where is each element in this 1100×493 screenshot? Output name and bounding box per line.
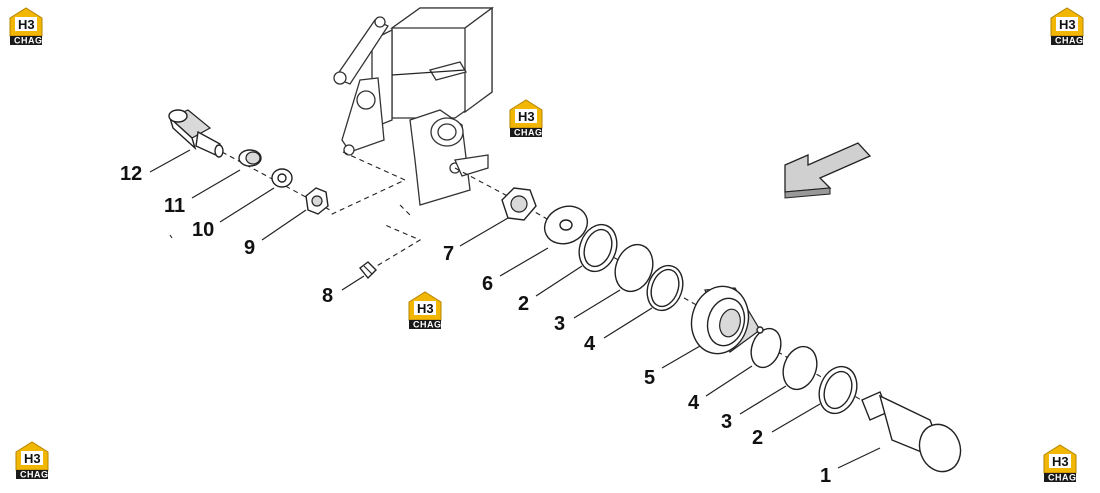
part-3-o-ring-b bbox=[782, 345, 818, 391]
watermark-logo-bottom-left: H3 CHAG bbox=[15, 441, 49, 480]
callout-7: 7 bbox=[443, 243, 454, 265]
part-10-washer bbox=[271, 168, 293, 188]
watermark-brand-text: CHAG bbox=[1055, 36, 1084, 46]
part-4-retaining-ring-a bbox=[646, 264, 684, 312]
watermark-brand-text: CHAG bbox=[1048, 473, 1077, 483]
watermark-brand-text: CHAG bbox=[14, 36, 43, 46]
part-8-grease-fitting bbox=[359, 261, 377, 280]
part-11-bushing bbox=[238, 149, 262, 167]
part-12-pin-bolt bbox=[168, 109, 224, 158]
callout-11: 11 bbox=[164, 195, 185, 217]
callout-2-upper: 2 bbox=[518, 293, 529, 315]
part-2-shim-ring-a bbox=[578, 223, 618, 273]
part-7-nut bbox=[501, 187, 537, 221]
part-3-o-ring-a bbox=[614, 243, 654, 293]
leader-lines bbox=[149, 149, 881, 469]
part-9-nut bbox=[305, 187, 329, 215]
watermark-h3-text: H3 bbox=[1059, 17, 1076, 32]
callout-3-upper: 3 bbox=[554, 313, 565, 335]
watermark-logo-bottom-right: H3 CHAG bbox=[1043, 444, 1077, 483]
callout-8: 8 bbox=[322, 285, 333, 307]
callout-1: 1 bbox=[820, 465, 831, 487]
callout-2-lower: 2 bbox=[752, 427, 763, 449]
direction-arrow-icon bbox=[784, 142, 872, 199]
watermark-h3-text: H3 bbox=[24, 451, 41, 466]
callout-6: 6 bbox=[482, 273, 493, 295]
watermark-logo-center-top: H3 CHAG bbox=[509, 99, 543, 138]
watermark-h3-text: H3 bbox=[518, 109, 535, 124]
watermark-h3-text: H3 bbox=[18, 17, 35, 32]
callout-9: 9 bbox=[244, 237, 255, 259]
watermark-brand-text: CHAG bbox=[514, 128, 543, 138]
callout-4-upper: 4 bbox=[584, 333, 596, 355]
callout-10: 10 bbox=[192, 219, 214, 241]
watermark-h3-text: H3 bbox=[1052, 454, 1069, 469]
callout-12: 12 bbox=[120, 163, 142, 185]
callout-3-lower: 3 bbox=[721, 411, 732, 433]
callout-4-lower: 4 bbox=[688, 392, 700, 414]
watermark-brand-text: CHAG bbox=[413, 320, 442, 330]
watermark-logo-top-right: H3 CHAG bbox=[1050, 7, 1084, 46]
callout-5: 5 bbox=[644, 367, 655, 389]
part-1-pivot-pin bbox=[861, 391, 962, 473]
watermark-brand-text: CHAG bbox=[20, 470, 49, 480]
callout-numbers: 12 11 10 9 8 7 6 2 3 4 5 4 3 2 1 bbox=[120, 163, 831, 487]
part-4-retaining-ring-b bbox=[750, 326, 782, 369]
watermark-logo-center: H3 CHAG bbox=[408, 291, 442, 330]
part-2-shim-ring-b bbox=[818, 365, 858, 415]
part-5-bearing bbox=[690, 285, 761, 355]
watermark-h3-text: H3 bbox=[417, 301, 434, 316]
part-6-washer bbox=[543, 205, 589, 245]
watermark-logo-top-left: H3 CHAG bbox=[9, 7, 43, 46]
lift-arm-frame bbox=[333, 6, 494, 206]
